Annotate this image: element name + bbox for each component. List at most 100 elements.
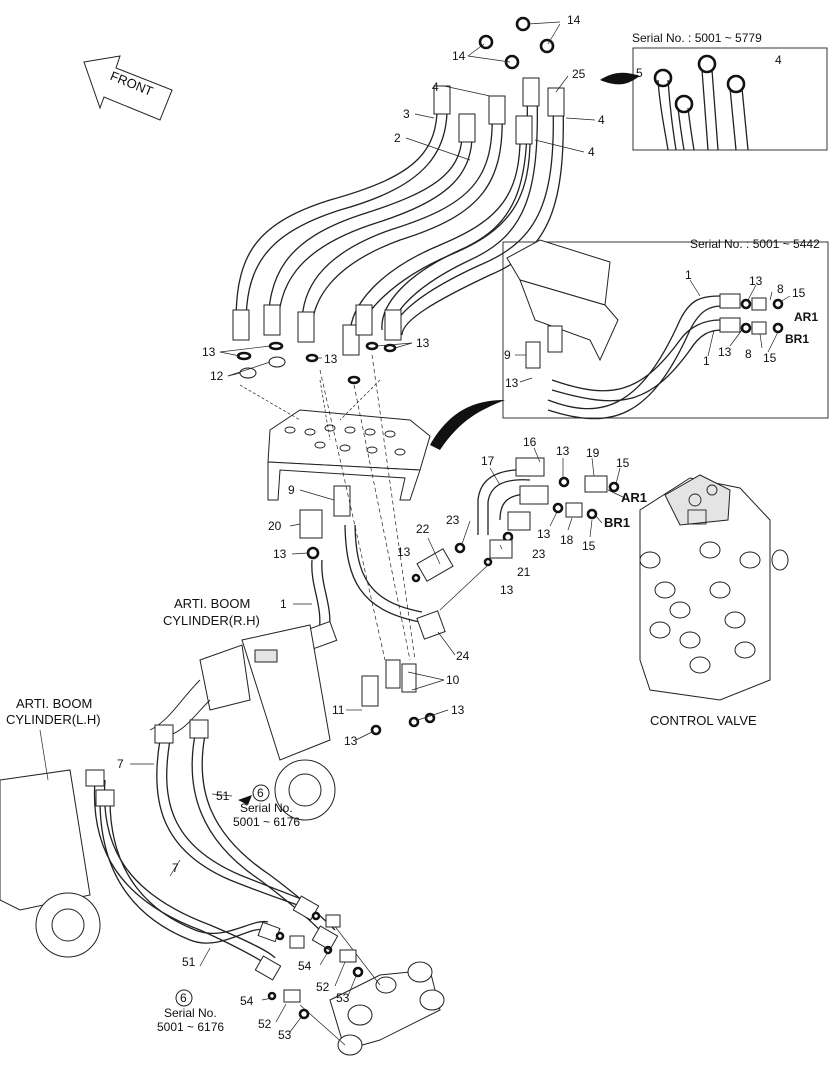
callout-13: 13 [556, 444, 570, 458]
lower-small-fittings [267, 911, 364, 1020]
front-arrow-icon [83, 55, 173, 121]
fitting-10-leaders [346, 671, 449, 741]
serial-note-b [175, 989, 193, 1007]
callout-13: 13 [202, 345, 216, 359]
callout-10: 10 [446, 673, 460, 687]
callout-2: 2 [394, 131, 401, 145]
port-ar1-label: AR1 [621, 490, 647, 505]
callout-19: 19 [586, 446, 600, 460]
callout-54: 54 [298, 959, 312, 973]
serial-note-b-line1: Serial No. [164, 1006, 217, 1020]
callout-15: 15 [792, 286, 806, 300]
serial-note-a [238, 784, 270, 805]
callout-4: 4 [588, 145, 595, 159]
callout-4: 4 [432, 80, 439, 94]
callout-53: 53 [278, 1028, 292, 1042]
callout-22: 22 [416, 522, 430, 536]
callout-13: 13 [718, 345, 732, 359]
callout-13: 13 [500, 583, 514, 597]
callout-1: 1 [703, 354, 710, 368]
lower-manifold [299, 919, 445, 1056]
callout-53: 53 [336, 991, 350, 1005]
control-valve [639, 474, 789, 701]
callout-9: 9 [504, 348, 511, 362]
callout-3: 3 [403, 107, 410, 121]
control-valve-label: CONTROL VALVE [650, 713, 757, 728]
callout-13: 13 [344, 734, 358, 748]
inset2-leaders [515, 279, 791, 383]
callout-13: 13 [749, 274, 763, 288]
cylinder-rh-label-line1: ARTI. BOOM [174, 596, 250, 611]
fittings-10-11 [361, 659, 436, 736]
callout-5: 5 [636, 66, 643, 80]
callout-18: 18 [560, 533, 574, 547]
callout-13: 13 [273, 547, 287, 561]
callout-52: 52 [316, 980, 330, 994]
callout-16: 16 [523, 435, 537, 449]
callout-54: 54 [240, 994, 254, 1008]
callout-4: 4 [775, 53, 782, 67]
port-ar1-label: AR1 [794, 310, 818, 324]
valve-fittings [411, 457, 620, 583]
inset-serial-5779 [600, 47, 828, 151]
upper-leader-lines [405, 21, 596, 161]
callout-13: 13 [451, 703, 465, 717]
callout-13: 13 [505, 376, 519, 390]
serial-note-a-line1: Serial No. [240, 801, 293, 815]
callout-52: 52 [258, 1017, 272, 1031]
callout-23: 23 [532, 547, 546, 561]
port-br1-label: BR1 [604, 515, 630, 530]
serial-note-b-circle: 6 [180, 991, 187, 1005]
hose-bundle-lower [85, 719, 339, 981]
callout-1: 1 [280, 597, 287, 611]
serial-note-b-line2: 5001 ~ 6176 [157, 1020, 224, 1034]
callout-14: 14 [567, 13, 581, 27]
inset1-serial-text: Serial No. : 5001 ~ 5779 [632, 31, 762, 45]
callout-24: 24 [456, 649, 470, 663]
callout-13: 13 [324, 352, 338, 366]
callout-23: 23 [446, 513, 460, 527]
cylinder-lh-label-line2: CYLINDER(L.H) [6, 712, 101, 727]
washer-leaders [219, 342, 413, 377]
cylinder-lh-label-line1: ARTI. BOOM [16, 696, 92, 711]
callout-13: 13 [397, 545, 411, 559]
callout-8: 8 [745, 347, 752, 361]
serial-note-a-line2: 5001 ~ 6176 [233, 815, 300, 829]
callout-11: 11 [332, 703, 345, 717]
port-br1-label: BR1 [785, 332, 809, 346]
callout-14: 14 [452, 49, 466, 63]
mounting-bracket [239, 379, 431, 501]
callout-8: 8 [777, 282, 784, 296]
callout-4: 4 [598, 113, 605, 127]
left-fitting-leaders [289, 489, 503, 656]
hose-bundle-upper [232, 16, 565, 356]
callout-12: 12 [210, 369, 224, 383]
callout-51: 51 [216, 789, 230, 803]
cylinder-rh-label-line2: CYLINDER(R.H) [163, 613, 260, 628]
arti-boom-cylinder-lh [0, 729, 101, 958]
callout-25: 25 [572, 67, 586, 81]
inset-serial-5442 [430, 239, 829, 450]
callout-9: 9 [288, 483, 295, 497]
inset2-serial-text: Serial No. : 5001 ~ 5442 [690, 237, 820, 251]
callout-15: 15 [616, 456, 630, 470]
callout-21: 21 [517, 565, 531, 579]
lower-fitting-leaders [261, 951, 357, 1033]
callout-13: 13 [537, 527, 551, 541]
washers-upper [236, 341, 397, 385]
arti-boom-cylinder-rh [149, 624, 336, 821]
callout-20: 20 [268, 519, 282, 533]
callout-7: 7 [117, 757, 124, 771]
callout-13: 13 [416, 336, 430, 350]
serial-note-a-circle: 6 [257, 786, 264, 800]
assembly-lines [319, 354, 416, 661]
left-fittings [299, 485, 489, 650]
callout-51: 51 [182, 955, 196, 969]
lower-hose-leaders [130, 763, 233, 967]
callout-7: 7 [172, 861, 179, 875]
callout-15: 15 [763, 351, 777, 365]
callout-17: 17 [481, 454, 495, 468]
callout-1: 1 [685, 268, 692, 282]
